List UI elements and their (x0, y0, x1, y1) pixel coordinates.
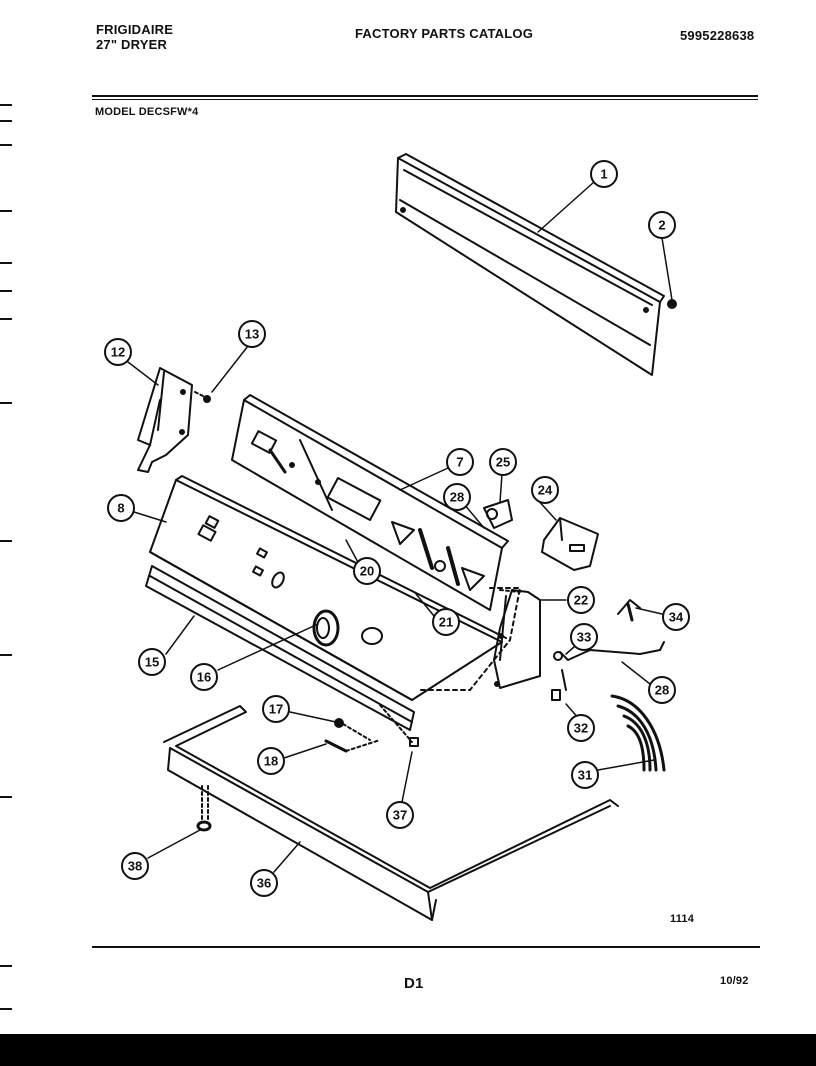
scan-mark (0, 318, 12, 320)
exploded-parts-diagram: 1 2 13 12 7 25 24 28 8 20 22 34 21 33 15… (104, 153, 690, 921)
trim-strip-part (145, 565, 415, 731)
callout-label-37: 37 (393, 808, 407, 823)
callout-circle (107, 494, 135, 522)
callout-label-28: 28 (450, 490, 464, 505)
callout-label-18: 18 (264, 754, 278, 769)
scan-mark (0, 402, 12, 404)
foot-part (196, 785, 212, 832)
callout-circle (104, 338, 132, 366)
callout-circle (138, 648, 166, 676)
callout-circle (443, 483, 471, 511)
callout-label-34: 34 (669, 610, 684, 625)
callouts (104, 160, 690, 897)
scan-mark (0, 120, 12, 122)
callout-label-1: 1 (600, 167, 607, 182)
scan-mark (0, 796, 12, 798)
header-rule-bottom (92, 99, 758, 100)
assembly-guide-line (419, 587, 521, 691)
callout-circle (353, 557, 381, 585)
callout-circle (570, 623, 598, 651)
callout-label-8: 8 (117, 501, 124, 516)
scan-mark (0, 1008, 12, 1010)
callout-circle (567, 586, 595, 614)
callout-label-2: 2 (658, 218, 665, 233)
callout-label-15: 15 (145, 655, 159, 670)
callout-label-17: 17 (269, 702, 283, 717)
callout-circle (262, 695, 290, 723)
footer-rule (92, 946, 760, 948)
screw-part (379, 704, 419, 747)
callout-circle (250, 869, 278, 897)
page-label: D1 (404, 975, 424, 992)
parts-catalog-page: FRIGIDAIRE 27" DRYER FACTORY PARTS CATAL… (0, 0, 816, 1034)
knob-part (312, 609, 340, 647)
screw-part (334, 718, 371, 741)
catalog-title: FACTORY PARTS CATALOG (355, 26, 534, 41)
callout-label-36: 36 (257, 876, 271, 891)
header-rule-top (92, 95, 758, 97)
callout-circle (238, 320, 266, 348)
callout-circle (257, 747, 285, 775)
date-code: 10/92 (720, 975, 749, 987)
model-line: MODEL DECSFW*4 (95, 106, 199, 118)
callout-label-20: 20 (360, 564, 374, 579)
callout-circle (648, 676, 676, 704)
leader-lines (127, 181, 673, 873)
callout-circle (662, 603, 690, 631)
scan-mark (0, 210, 12, 212)
product-name: 27" DRYER (96, 37, 168, 52)
document-number: 5995228638 (680, 28, 755, 43)
diagram-number: 1114 (670, 913, 695, 925)
callout-label-22: 22 (574, 593, 588, 608)
screw-part (667, 299, 677, 309)
timer-part (541, 517, 599, 571)
scan-mark (0, 290, 12, 292)
callout-label-32: 32 (574, 721, 588, 736)
brand-block: FRIGIDAIRE 27" DRYER (96, 22, 173, 52)
callout-circle (489, 448, 517, 476)
callout-label-13: 13 (245, 327, 259, 342)
callout-label-25: 25 (496, 455, 510, 470)
scan-mark (0, 965, 12, 967)
callout-label-12: 12 (111, 345, 125, 360)
callout-circle (567, 714, 595, 742)
callout-label-33: 33 (577, 630, 591, 645)
callout-circle (590, 160, 618, 188)
callout-label-16: 16 (197, 670, 211, 685)
control-panel-overlay-part (231, 394, 509, 611)
callout-circle (571, 761, 599, 789)
scan-mark (0, 654, 12, 656)
callout-circle (446, 448, 474, 476)
callout-circle (190, 663, 218, 691)
callout-circle (386, 801, 414, 829)
top-lid-part (163, 705, 619, 921)
callout-circle (121, 852, 149, 880)
callout-label-24: 24 (538, 483, 553, 498)
scan-mark (0, 104, 12, 106)
callout-circle (531, 476, 559, 504)
callout-circle (432, 608, 460, 636)
callout-circle (648, 211, 676, 239)
left-end-cap-part (137, 367, 193, 473)
screw-part (194, 391, 211, 403)
wire-bundle-part (610, 694, 666, 772)
clip-part (617, 599, 641, 622)
screw-part (324, 739, 381, 753)
callout-label-31: 31 (578, 768, 592, 783)
switch-part (483, 499, 513, 529)
callout-label-21: 21 (439, 615, 453, 630)
scan-mark (0, 540, 12, 542)
callout-label-28: 28 (655, 683, 669, 698)
right-end-cap-part (493, 589, 541, 689)
scan-border (0, 1034, 816, 1066)
callout-label-7: 7 (456, 455, 463, 470)
brand-name: FRIGIDAIRE (96, 22, 174, 37)
rear-panel-part (395, 153, 665, 376)
scan-mark (0, 262, 12, 264)
scan-mark (0, 144, 12, 146)
callout-label-38: 38 (128, 859, 142, 874)
harness-part (551, 641, 665, 701)
